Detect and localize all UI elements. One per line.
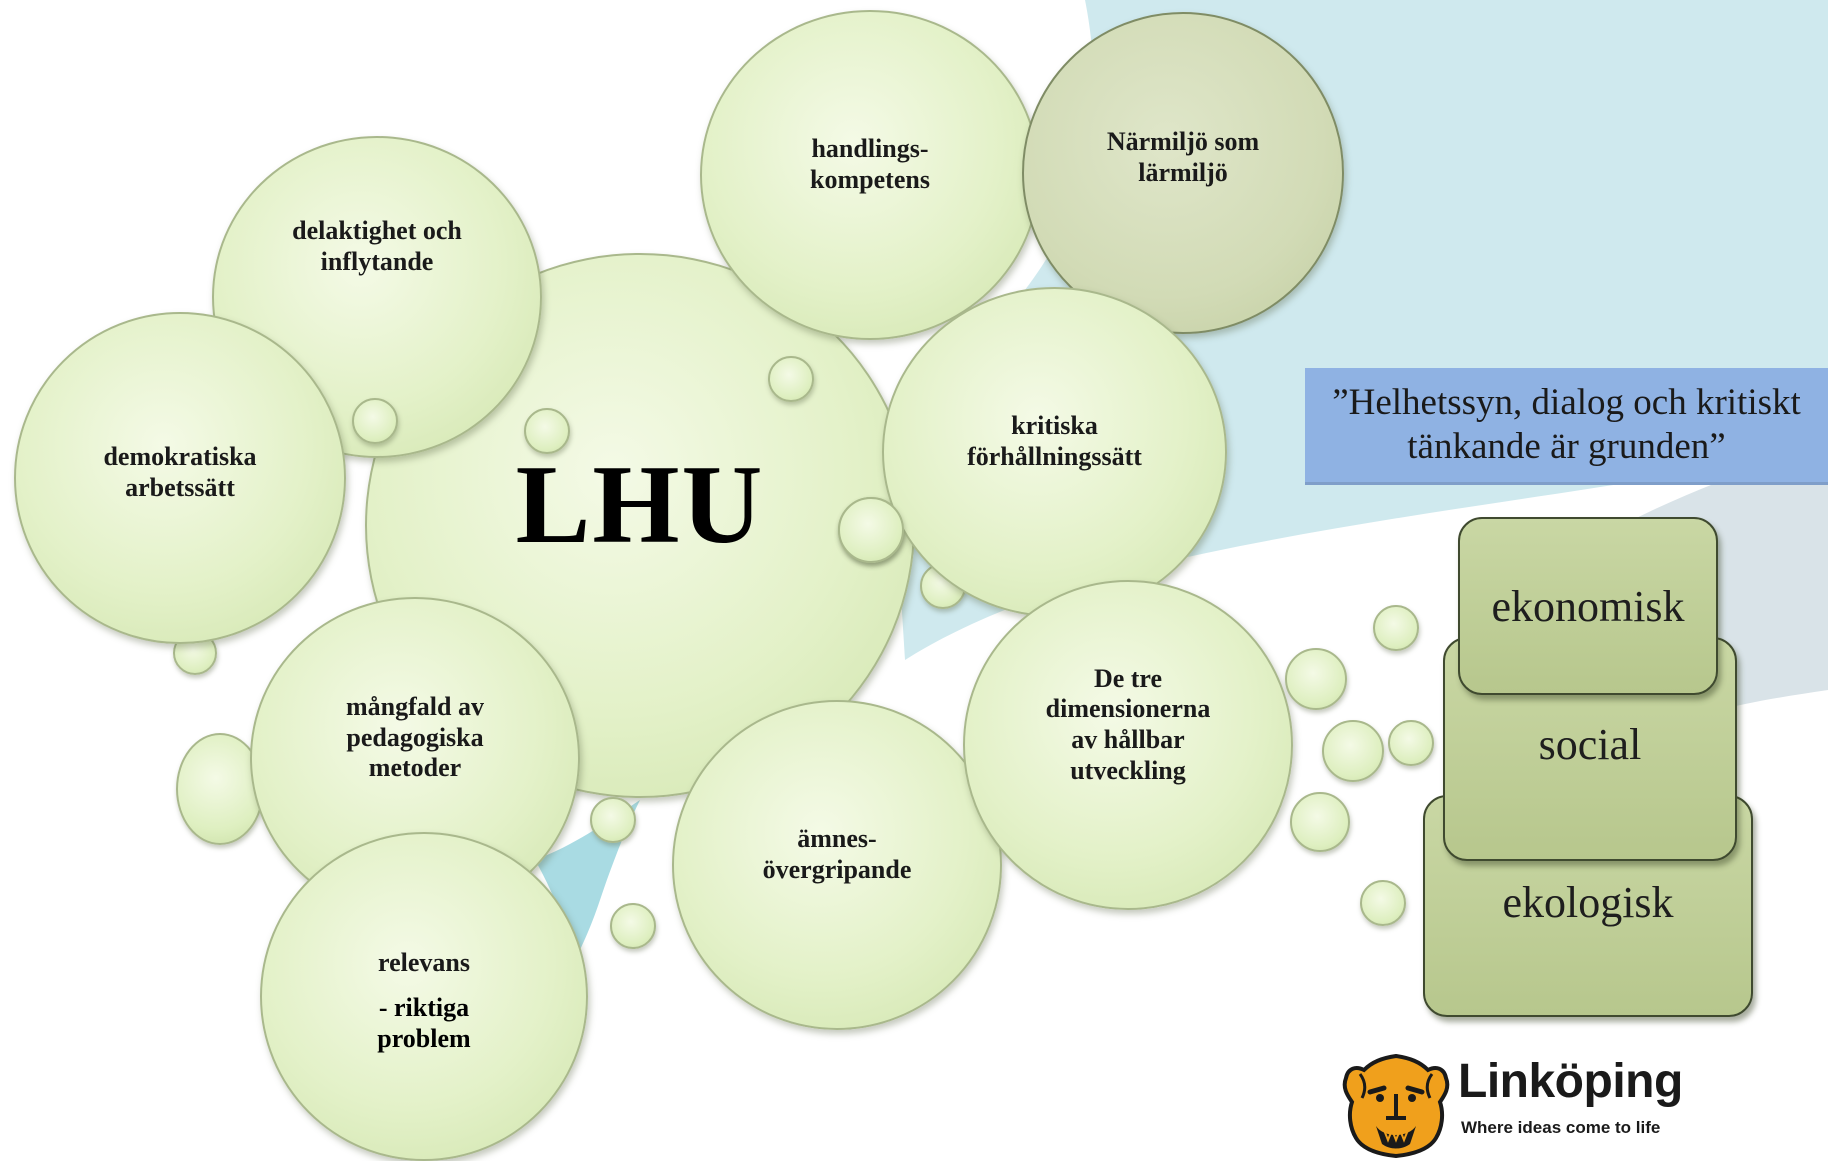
- bubble-text-line: inflytande: [320, 247, 434, 276]
- quote-line: ”Helhetssyn, dialog och kritiskt: [1332, 381, 1801, 423]
- bubble-handlingskompetens: handlings- kompetens: [700, 10, 1040, 340]
- bubble-text-line: pedagogiska: [346, 722, 484, 752]
- block-label: ekonomisk: [1491, 582, 1685, 631]
- bubble-text-line: utveckling: [1070, 755, 1186, 785]
- small-bubble: [1373, 605, 1419, 651]
- bubble-text-line: handlings-: [811, 134, 929, 164]
- small-bubble: [1388, 720, 1434, 766]
- bubble-relevans: relevans - riktiga problem: [260, 832, 588, 1161]
- block-label: ekologisk: [1502, 878, 1674, 927]
- bubble-text-line: dimensionerna: [1045, 694, 1211, 724]
- bubble-text-line: ämnes-: [797, 824, 877, 854]
- quote-line: tänkande är grunden”: [1407, 426, 1726, 467]
- small-bubble: [610, 903, 656, 949]
- bubble-text-line: övergripande: [762, 855, 912, 884]
- bubble-text-line: - riktiga: [378, 993, 470, 1023]
- bubble-text-line: mångfald av: [346, 691, 484, 721]
- bubble-text-line: lärmiljö: [1138, 158, 1228, 187]
- small-bubble: [1322, 720, 1384, 782]
- bubble-amnesovergripande: ämnes- övergripande: [672, 700, 1002, 1030]
- bubble-text-line: Närmiljö som: [1106, 127, 1260, 157]
- bubble-text-line: demokratiska: [103, 442, 257, 472]
- bubble-narmiljo: Närmiljö som lärmiljö: [1022, 12, 1344, 334]
- bubble-text-line: arbetssätt: [125, 473, 235, 502]
- small-bubble: [838, 497, 904, 563]
- bubble-text-line: kritiska: [1011, 411, 1098, 441]
- lhu-title: LHU: [515, 443, 765, 567]
- small-bubble: [524, 408, 570, 454]
- small-bubble: [1285, 648, 1347, 710]
- small-bubble: [768, 356, 814, 402]
- bubble-demokratiska: demokratiska arbetssätt: [14, 312, 346, 644]
- small-bubble: [1360, 880, 1406, 926]
- logo-tagline: Where ideas come to life: [1461, 1118, 1661, 1137]
- logo-wordmark: Linköping: [1458, 1055, 1683, 1108]
- bubble-text-line: av hållbar: [1071, 725, 1185, 754]
- small-bubble: [1290, 792, 1350, 852]
- linkoping-logo: Linköping Where ideas come to life: [1340, 1054, 1710, 1158]
- bubble-title: relevans: [378, 948, 470, 978]
- bubble-text-line: förhållningssätt: [967, 442, 1142, 471]
- bubble-text-line: problem: [377, 1023, 471, 1053]
- quote-box: ”Helhetssyn, dialog och kritiskt tänkand…: [1305, 368, 1828, 485]
- bubble-text-line: metoder: [368, 753, 462, 783]
- block-ekonomisk: ekonomisk: [1458, 517, 1718, 695]
- lion-icon: [1342, 1054, 1450, 1158]
- bubble-tre-dimensioner: De tre dimensionerna av hållbar utveckli…: [963, 580, 1293, 910]
- bubble-text-line: De tre: [1093, 663, 1163, 693]
- bubble-kritiska: kritiska förhållningssätt: [882, 287, 1227, 617]
- small-bubble: [590, 797, 636, 843]
- small-bubble: [352, 398, 398, 444]
- bubble-text-line: kompetens: [810, 165, 930, 194]
- bubble-text-line: delaktighet och: [292, 216, 462, 246]
- block-label: social: [1538, 720, 1642, 769]
